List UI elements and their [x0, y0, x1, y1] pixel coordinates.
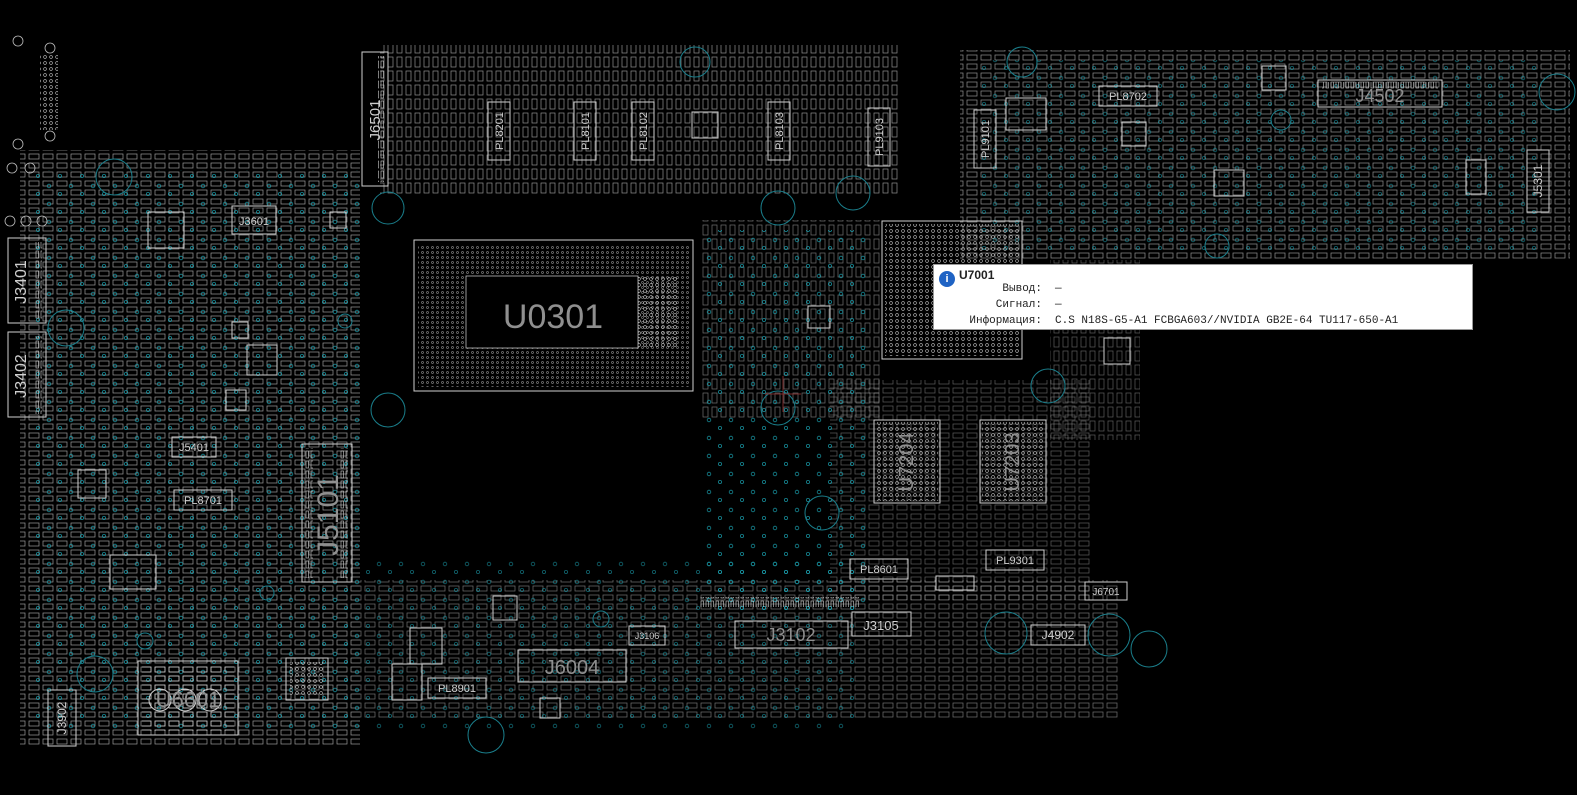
left-edge-pins	[4, 35, 58, 227]
small-ics	[77, 65, 1487, 719]
connector-j3601[interactable]: J3601	[231, 205, 277, 235]
tooltip-key: Информация:	[969, 315, 1042, 327]
component-info-tooltip: i U7001 Вывод: — Сигнал: — Информация: C…	[933, 264, 1473, 330]
cpu-u0301[interactable]: U0301	[413, 239, 694, 392]
svg-text:PL8702: PL8702	[1109, 91, 1147, 103]
connector-j5301[interactable]: J5301	[1526, 149, 1550, 213]
memory-u7203[interactable]: U7203	[979, 419, 1047, 504]
connector-j3401[interactable]: J3401	[7, 237, 47, 324]
inductor-pl8101[interactable]: PL8101	[573, 101, 597, 161]
svg-text:PL9301: PL9301	[996, 555, 1034, 567]
connector-j6501[interactable]: J6501	[361, 51, 389, 187]
connector-j3902[interactable]: J3902	[47, 689, 77, 747]
memory-u7204-label: U7204	[896, 433, 918, 492]
via-fields	[30, 60, 1540, 730]
connector-j5101-label: J5101	[312, 474, 345, 556]
svg-text:J3105: J3105	[863, 618, 898, 633]
tooltip-row-pin: Вывод: —	[934, 282, 1472, 297]
inductor-pl9101[interactable]: PL9101	[973, 109, 997, 169]
tooltip-value: —	[1055, 299, 1062, 311]
svg-text:PL8101: PL8101	[580, 112, 592, 150]
svg-text:J3102: J3102	[766, 625, 815, 645]
connector-j5401[interactable]: J5401	[171, 436, 217, 458]
svg-text:J6701: J6701	[1092, 587, 1120, 598]
svg-text:J6004: J6004	[545, 657, 600, 679]
connector-j3402[interactable]: J3402	[7, 331, 47, 418]
svg-text:J3402: J3402	[13, 354, 30, 398]
info-icon: i	[939, 271, 955, 287]
svg-text:PL9103: PL9103	[874, 118, 886, 156]
inductor-pl8701[interactable]: PL8701	[173, 489, 233, 511]
svg-text:J4502: J4502	[1355, 86, 1404, 106]
svg-text:PL8701: PL8701	[184, 495, 222, 507]
inductor-pl9103[interactable]: PL9103	[867, 107, 891, 167]
tooltip-value: C.S N18S-G5-A1 FCBGA603//NVIDIA GB2E-64 …	[1055, 315, 1399, 327]
svg-text:J4902: J4902	[1042, 628, 1075, 642]
svg-text:J3401: J3401	[13, 260, 30, 304]
tooltip-row-signal: Сигнал: —	[934, 298, 1472, 313]
inductor-pl9301[interactable]: PL9301	[985, 549, 1045, 571]
connector-j3102[interactable]: J3102	[700, 597, 860, 649]
tooltip-key: Сигнал:	[995, 299, 1042, 311]
tooltip-key: Вывод:	[1002, 283, 1042, 295]
inductor-pl8901[interactable]: PL8901	[427, 677, 487, 699]
svg-text:PL8601: PL8601	[860, 564, 898, 576]
connector-j6701[interactable]: J6701	[1084, 581, 1128, 601]
svg-text:J5301: J5301	[1531, 164, 1545, 197]
inductor-pl8102[interactable]: PL8102	[631, 101, 655, 161]
svg-text:PL9101: PL9101	[980, 120, 992, 158]
svg-text:PL8102: PL8102	[638, 112, 650, 150]
svg-text:J6501: J6501	[367, 100, 384, 141]
cpu-label: U0301	[503, 298, 603, 336]
crosshair-cursor-icon	[765, 376, 801, 412]
connector-j3106[interactable]: J3106	[628, 625, 666, 646]
module-u6601[interactable]: U6601	[137, 660, 239, 736]
connector-j3105[interactable]: J3105	[851, 611, 912, 637]
svg-text:PL8201: PL8201	[494, 112, 506, 150]
memory-u7203-label: U7203	[1002, 433, 1024, 492]
connector-j5101[interactable]: J5101	[301, 443, 353, 583]
mounting-holes	[47, 46, 1576, 754]
svg-text:J5401: J5401	[179, 442, 209, 454]
connector-j6004[interactable]: J6004	[517, 649, 627, 683]
connector-j4502[interactable]: J4502	[1317, 79, 1443, 108]
svg-text:J3106: J3106	[635, 631, 660, 641]
tooltip-row-info: Информация: C.S N18S-G5-A1 FCBGA603//NVI…	[934, 314, 1472, 329]
svg-text:J3601: J3601	[239, 216, 269, 228]
inductor-pl8201[interactable]: PL8201	[487, 101, 511, 161]
svg-text:PL8901: PL8901	[438, 683, 476, 695]
inductor-pl8601[interactable]: PL8601	[849, 558, 909, 580]
connector-j4902[interactable]: J4902	[1030, 624, 1086, 646]
svg-text:PL8103: PL8103	[774, 112, 786, 150]
tooltip-value: —	[1055, 283, 1062, 295]
tooltip-component-name: U7001	[959, 268, 995, 282]
svg-text:J3902: J3902	[55, 701, 69, 734]
svg-text:U6601: U6601	[156, 687, 221, 712]
inductor-pl8103[interactable]: PL8103	[767, 101, 791, 161]
inductor-pl8702[interactable]: PL8702	[1098, 85, 1158, 107]
memory-u7204[interactable]: U7204	[873, 419, 941, 504]
